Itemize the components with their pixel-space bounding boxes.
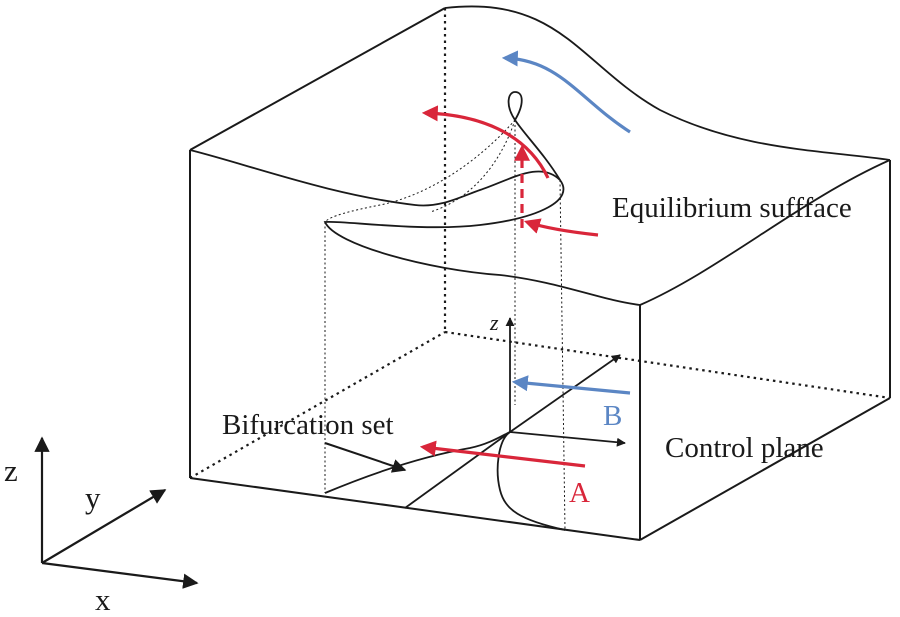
- path-b-surface-arrow: [501, 50, 631, 134]
- box-back-left-floor-edge: [189, 331, 446, 479]
- control-plane-label: Control plane: [665, 432, 824, 464]
- box-back-right-floor-edge: [444, 330, 891, 400]
- fold-hidden-lines: [324, 119, 566, 531]
- bifurcation-set-label: Bifurcation set: [222, 409, 394, 441]
- inner-axis-x: [509, 431, 626, 447]
- surface-fold-front-edge: [189, 149, 641, 306]
- axis-x-label: x: [95, 582, 111, 617]
- fold-hidden-curve-back: [324, 119, 516, 223]
- path-a: [419, 105, 599, 468]
- box-top-left-edge: [189, 7, 446, 151]
- box-hidden-edges: [189, 8, 891, 479]
- axis-z-label: z: [4, 453, 18, 488]
- axis-y-label: y: [85, 480, 101, 515]
- surface-back-edge: [444, 5, 891, 161]
- global-axes: [34, 436, 199, 589]
- path-b-control-arrow: [511, 375, 631, 395]
- path-b: [501, 50, 631, 395]
- axis-x-line: [41, 561, 199, 589]
- bifurcation-set-curve: [324, 431, 566, 531]
- inner-axis-y: [509, 354, 621, 433]
- projection-line-right: [559, 179, 566, 531]
- control-plane-diagonal: [404, 431, 511, 509]
- bifurcation-set-pointer: [324, 442, 407, 473]
- fold-hidden-curve-inner: [429, 119, 516, 213]
- control-plane-geometry: [324, 317, 626, 531]
- surface-front-right-edge: [639, 159, 891, 306]
- path-b-label: B: [603, 400, 622, 432]
- inner-axis-z-label: z: [489, 310, 499, 335]
- path-a-arrow-lower: [523, 218, 599, 237]
- path-a-label: A: [569, 477, 590, 509]
- fold-upper-cusp: [507, 91, 561, 181]
- box-right-bottom-edge: [639, 397, 891, 541]
- axis-y-line: [41, 489, 167, 564]
- equilibrium-surface-label: Equilibrium suffface: [612, 192, 852, 224]
- path-a-arrow-top: [421, 105, 550, 179]
- equilibrium-surface: [189, 5, 891, 306]
- path-a-control-arrow: [419, 440, 586, 468]
